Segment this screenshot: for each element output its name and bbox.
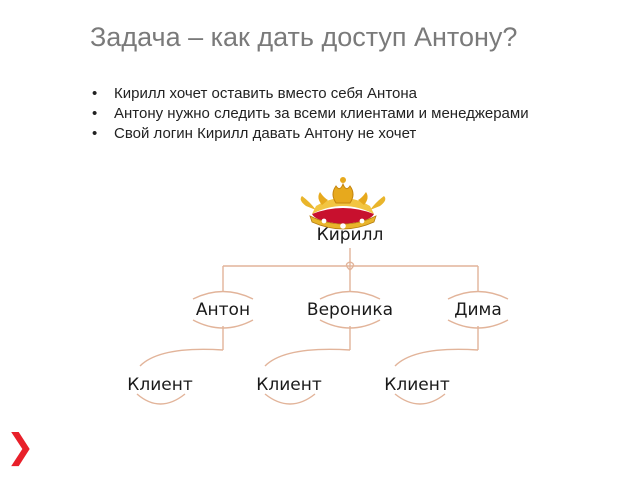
bullet-item: • Кирилл хочет оставить вместо себя Анто… <box>92 84 562 104</box>
manager-arc-top <box>192 290 254 300</box>
bullet-dot: • <box>92 125 98 142</box>
crown-icon <box>296 177 388 230</box>
bullet-text: Кирилл хочет оставить вместо себя Антона <box>114 85 417 102</box>
bullet-text: Свой логин Кирилл давать Антону не хочет <box>114 125 417 142</box>
connector-lines <box>136 248 509 405</box>
root-arc-bottom <box>345 261 355 271</box>
node-root: Кирилл <box>317 225 384 245</box>
client-arc-top <box>394 348 479 367</box>
client-arc-bottom <box>394 393 446 405</box>
node-manager: Дима <box>454 300 502 320</box>
client-arc-bottom <box>136 393 186 405</box>
bullet-item: • Свой логин Кирилл давать Антону не хоч… <box>92 124 562 144</box>
node-client: Клиент <box>127 375 193 395</box>
manager-arc-top <box>319 290 381 300</box>
brand-chevron-icon: ❯ <box>6 427 35 467</box>
node-manager: Вероника <box>307 300 393 320</box>
bullet-dot: • <box>92 85 98 102</box>
node-client: Клиент <box>256 375 322 395</box>
manager-arc-bottom <box>447 319 509 329</box>
slide-title: Задача – как дать доступ Антону? <box>90 22 518 52</box>
manager-arc-top <box>447 290 509 300</box>
client-arc-bottom <box>264 393 316 405</box>
client-arc-top <box>264 348 351 367</box>
manager-arc-bottom <box>319 319 381 329</box>
node-manager: Антон <box>196 300 250 320</box>
bullet-item: • Антону нужно следить за всеми клиентам… <box>92 104 562 124</box>
manager-arc-bottom <box>192 319 254 329</box>
bullet-text: Антону нужно следить за всеми клиентами … <box>114 105 529 122</box>
bullet-dot: • <box>92 105 98 122</box>
node-client: Клиент <box>384 375 450 395</box>
client-arc-top <box>139 348 224 367</box>
bullet-list: • Кирилл хочет оставить вместо себя Анто… <box>92 84 562 144</box>
